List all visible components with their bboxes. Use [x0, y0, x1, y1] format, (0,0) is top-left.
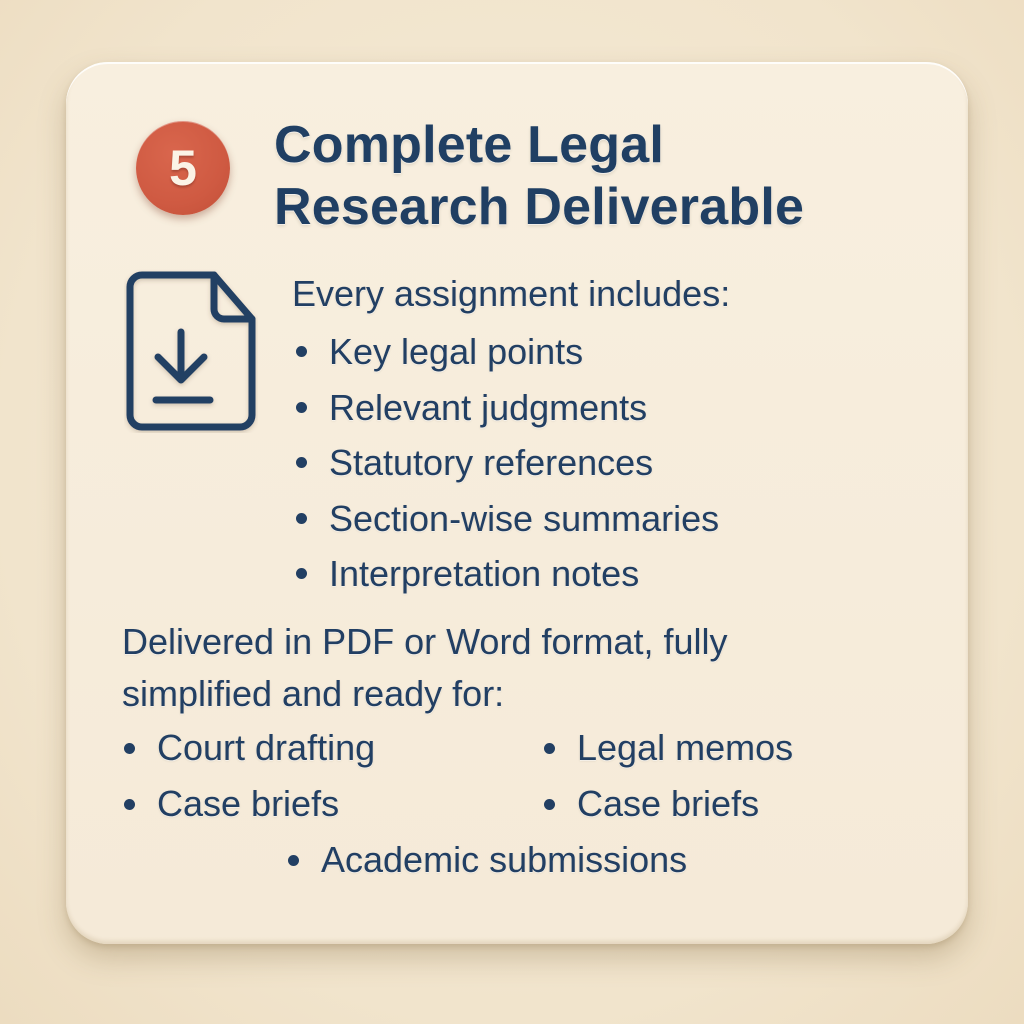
use-item: Legal memos	[544, 724, 793, 772]
list-item-label: Section-wise summaries	[329, 497, 720, 539]
bullet-icon	[296, 346, 307, 358]
delivery-line-2: simplified and ready for:	[122, 673, 505, 714]
card-title: Complete Legal Research Deliverable	[274, 114, 804, 238]
use-item-label: Academic submissions	[321, 839, 688, 880]
list-item-label: Relevant judgments	[329, 386, 648, 428]
use-item: Case briefs	[124, 780, 339, 828]
list-item-label: Key legal points	[329, 331, 584, 372]
title-line-2: Research Deliverable	[274, 178, 805, 236]
step-number-badge: 5	[136, 121, 230, 215]
use-item-label: Case briefs	[577, 783, 760, 824]
includes-list: Key legal points Relevant judgments Stat…	[296, 324, 719, 602]
use-item: Court drafting	[124, 724, 375, 772]
list-item: Interpretation notes	[296, 546, 719, 602]
delivery-description: Delivered in PDF or Word format, fully s…	[122, 616, 882, 720]
use-item-label: Legal memos	[577, 727, 794, 768]
bullet-icon	[124, 742, 135, 754]
feature-card	[66, 62, 968, 944]
bullet-icon	[296, 568, 307, 580]
bullet-icon	[296, 401, 307, 413]
use-item: Case briefs	[544, 780, 759, 828]
list-item: Section-wise summaries	[296, 491, 719, 547]
list-item-label: Interpretation notes	[329, 553, 640, 594]
list-item: Key legal points	[296, 324, 719, 380]
includes-intro: Every assignment includes:	[292, 273, 731, 314]
use-item-label: Case briefs	[157, 783, 340, 824]
title-line-1: Complete Legal	[274, 116, 664, 174]
bullet-icon	[544, 742, 555, 754]
use-item: Academic submissions	[288, 836, 687, 884]
use-item-label: Court drafting	[157, 727, 376, 768]
list-item: Statutory references	[296, 435, 719, 491]
step-number: 5	[169, 140, 197, 196]
bullet-icon	[296, 512, 307, 524]
document-download-icon	[126, 271, 256, 431]
list-item-label: Statutory references	[329, 442, 654, 483]
bullet-icon	[288, 854, 299, 866]
list-item: Relevant judgments	[296, 380, 719, 436]
bullet-icon	[296, 457, 307, 469]
bullet-icon	[544, 798, 555, 810]
delivery-line-1: Delivered in PDF or Word format, fully	[122, 621, 728, 662]
bullet-icon	[124, 798, 135, 810]
